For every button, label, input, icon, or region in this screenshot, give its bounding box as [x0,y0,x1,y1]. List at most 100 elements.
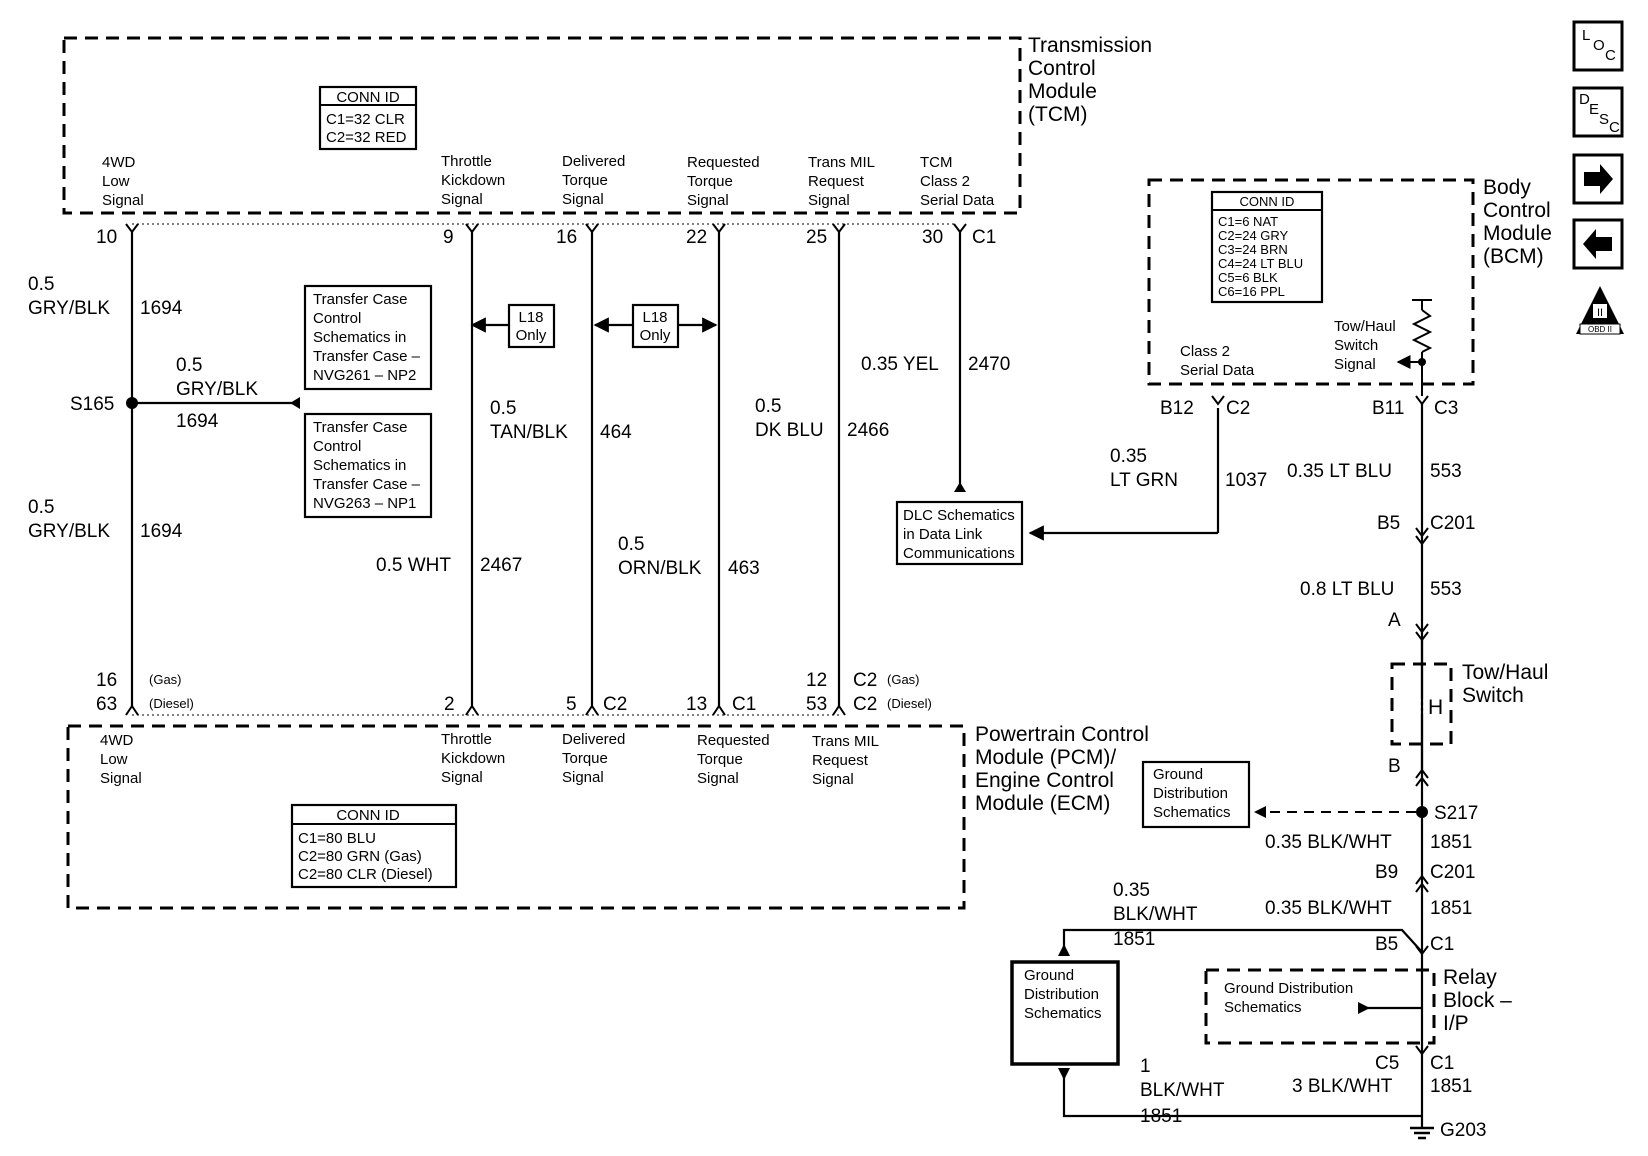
loc-icon[interactable]: L O C [1572,20,1624,72]
relay-block-label: Block – [1443,989,1512,1012]
tcm-pin-conn: C1 [972,227,996,248]
wire-gauge: 0.5 [176,355,202,376]
pcm-pin-label: Request [812,752,869,769]
tcm-pin-label: Signal [562,191,604,208]
bcm-pins: B12 C2 B11 C3 [1160,395,1458,419]
pcm-pin-label: Kickdown [441,750,505,767]
pcm-pin-label: Signal [100,770,142,787]
pcm-pin-num: 53 [806,694,827,715]
wire-label: 3 BLK/WHT [1292,1076,1393,1097]
box-text: Control [313,438,361,455]
wire-color: BLK/WHT [1113,904,1198,925]
connector-id: C1 [1430,1053,1454,1074]
ground-distribution-box-2[interactable]: Ground Distribution Schematics [1010,960,1120,1066]
wire-gauge: 0.5 [28,274,54,295]
tcm-pin-label: TCM [920,154,953,171]
tcm-pin-num: 30 [922,227,943,248]
box-text: DLC Schematics [903,507,1015,524]
wire-label: 0.35 BLK/WHT [1265,898,1392,919]
pcm-pin-note: (Gas) [887,672,920,687]
pcm-pin-label: Trans MIL [812,733,879,750]
tcm-pin-label: Class 2 [920,173,970,190]
pcm-pin-num: 16 [96,670,117,691]
splice-label: S165 [70,394,114,415]
desc-icon[interactable]: D E S C [1572,86,1624,138]
wire-gauge: 0.5 [28,497,54,518]
tcm-pin-num: 10 [96,227,117,248]
box-text: Only [640,327,671,344]
tcm-conn-id: CONN ID C1=32 CLR C2=32 RED [318,85,418,151]
box-text: Transfer Case – [313,476,421,493]
pcm-pin-label: Torque [562,750,608,767]
tcm-conn-line-2: C2=32 RED [326,129,407,146]
wire-labels-left: 0.5 GRY/BLK 1694 0.5 GRY/BLK 1694 0.5 GR… [28,274,1010,579]
bcm-pin-conn: C3 [1434,398,1458,419]
box-text: Distribution [1024,986,1099,1003]
wire-gauge: 0.35 [1113,880,1150,901]
pcm-pin-label: Delivered [562,731,625,748]
pcm-pin-label: Signal [562,769,604,786]
box-text: Schematics in [313,457,406,474]
tcm-pin-label: Signal [102,192,144,209]
splice-label: S217 [1434,803,1478,824]
connector-pin: B5 [1377,513,1400,534]
bcm-name: Body [1483,176,1531,199]
wire-color: LT GRN [1110,470,1178,491]
tcm-name-1: Transmission [1028,34,1152,57]
pcm-pin-labels: 4WD Low Signal Throttle Kickdown Signal … [100,731,879,788]
connector-pin: B9 [1375,862,1398,883]
box-text: Transfer Case [313,419,407,436]
obd-icon[interactable]: II OBD II [1576,286,1624,335]
tcm-pin-label: Signal [687,192,729,209]
ground-distribution-box-1[interactable]: Ground Distribution Schematics [1141,760,1251,829]
arrow-left-icon[interactable] [1572,218,1624,270]
ground-label: G203 [1440,1120,1486,1141]
wire-circuit: 1694 [140,521,183,542]
connector-id: C1 [1430,934,1454,955]
box-text: Ground [1153,766,1203,783]
pcm-pin-num: 13 [686,694,707,715]
pcm-pin-label: Low [100,751,128,768]
transfer-case-box-2[interactable]: Transfer Case Control Schematics in Tran… [303,412,433,519]
tcm-pin-label: Serial Data [920,192,995,209]
tcm-pin-label: Delivered [562,153,625,170]
pcm-pin-conn: C2 [603,694,627,715]
wire-color: TAN/BLK [490,422,568,443]
pcm-conn-line-2: C2=80 GRN (Gas) [298,848,422,865]
connector-pin: C5 [1375,1053,1399,1074]
pcm-name-2: Module (PCM)/ [975,746,1116,769]
bcm-label: Class 2 [1180,343,1230,360]
tcm-pin-label: Trans MIL [808,154,875,171]
pcm-conn-line-3: C2=80 CLR (Diesel) [298,866,433,883]
tcm-pin-label: Throttle [441,153,492,170]
icon-text: S [1599,111,1609,128]
wire-gauge: 0.5 [618,534,644,555]
pcm-pin-conn: C2 [853,694,877,715]
bcm-pin-conn: C2 [1226,398,1250,419]
tcm-pin-num: 22 [686,227,707,248]
ground-distribution-box-3[interactable]: Ground Distribution Schematics [1224,980,1353,1016]
wire-circuit: 463 [728,558,760,579]
icon-text: C [1609,119,1620,136]
wire-gauge: 0.5 [755,396,781,417]
wire-gauge: 1 [1140,1056,1151,1077]
bcm-label: Signal [1334,356,1376,373]
switch-symbol: H [1428,696,1443,719]
box-text: L18 [518,309,543,326]
l18-only-box-1: L18 Only [470,303,556,349]
pcm-name-1: Powertrain Control [975,723,1149,746]
switch-label: Tow/Haul [1462,661,1548,684]
arrow-right-icon[interactable] [1572,153,1624,205]
dlc-schematics-box[interactable]: DLC Schematics in Data Link Communicatio… [895,500,1024,566]
bcm-name: (BCM) [1483,245,1544,268]
transfer-case-box-1[interactable]: Transfer Case Control Schematics in Tran… [303,284,433,391]
pcm-module: Powertrain Control Module (PCM)/ Engine … [66,670,1149,910]
wire-label: 0.35 LT BLU [1287,461,1392,482]
bcm-label: Serial Data [1180,362,1255,379]
tcm-pin-label: 4WD [102,154,136,171]
box-text: Communications [903,545,1015,562]
icon-text: II [1597,307,1603,319]
tcm-pin-num: 9 [443,227,454,248]
bcm-conn-id: CONN ID C1=6 NAT C2=24 GRY C3=24 BRN C4=… [1210,190,1324,304]
icon-text: C [1605,47,1616,64]
